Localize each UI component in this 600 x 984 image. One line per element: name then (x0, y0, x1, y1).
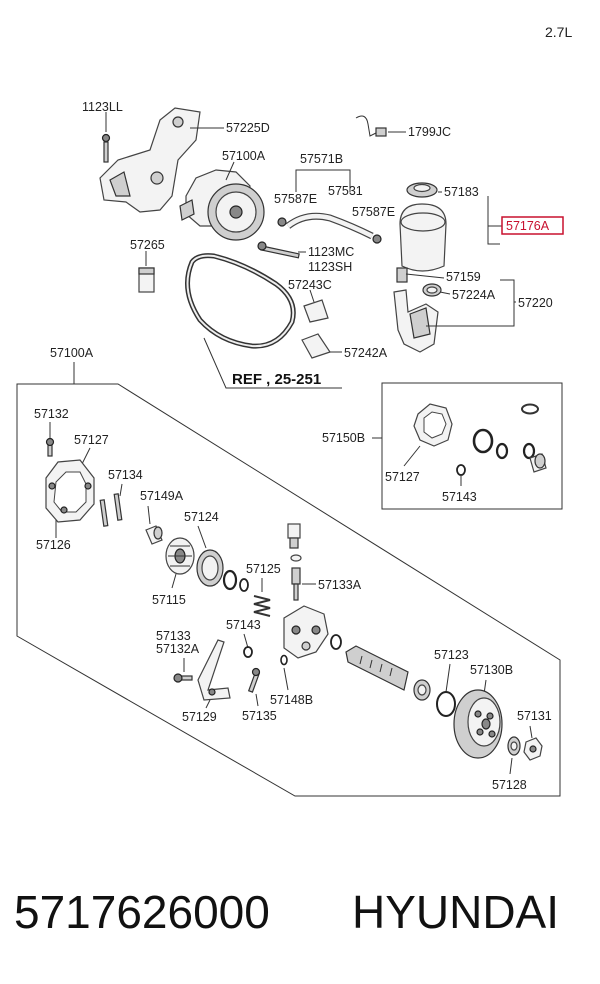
shaft (345, 645, 409, 691)
label-57149A: 57149A (140, 489, 184, 503)
label-57531: 57531 (328, 184, 363, 198)
ring-57124 (196, 549, 224, 587)
bracket-57243C (303, 299, 329, 323)
washer-57128 (507, 736, 521, 756)
clip-1799JC (355, 115, 387, 137)
label-57265: 57265 (130, 238, 165, 252)
label-57134: 57134 (108, 468, 143, 482)
pulley-57130B (453, 689, 503, 759)
label-1123SH: 1123SH (308, 260, 352, 274)
label-57129: 57129 (182, 710, 217, 724)
label-57243C: 57243C (288, 278, 332, 292)
part-number: 5717626000 (14, 886, 270, 938)
label-1123MC: 1123MC (308, 245, 354, 259)
seal-shaft (413, 679, 431, 701)
housing (283, 605, 329, 659)
band-57265 (138, 267, 155, 293)
label-57124: 57124 (184, 510, 219, 524)
label-57225D: 57225D (226, 121, 270, 135)
label-57130B: 57130B (470, 663, 513, 677)
ring-kit-1 (521, 403, 539, 415)
label-57224A: 57224A (452, 288, 496, 302)
bolt-57135 (247, 667, 261, 693)
label-57571B: 57571B (300, 152, 343, 166)
label-57115: 57115 (152, 593, 186, 607)
label-57143-kit: 57143 (442, 490, 477, 504)
label-57132A: 57132A (156, 642, 200, 656)
bracket-57242A (301, 333, 331, 359)
lever-57129 (197, 639, 231, 701)
bolt-1123MC (257, 241, 300, 259)
brand: HYUNDAI (352, 886, 559, 938)
label-57176A: 57176A (506, 219, 550, 233)
bolt-57132 (45, 437, 55, 457)
label-57143: 57143 (226, 618, 261, 632)
label-57587E-a: 57587E (274, 192, 317, 206)
bracket-57220 (393, 289, 439, 353)
label-57587E-b: 57587E (352, 205, 395, 219)
bracket-57225D (99, 107, 201, 213)
label-57148B: 57148B (270, 693, 313, 707)
label-57159: 57159 (446, 270, 481, 284)
label-57133A: 57133A (318, 578, 362, 592)
label-57131: 57131 (517, 709, 552, 723)
exploded-frame (16, 383, 561, 797)
label-57100A-box: 57100A (50, 346, 94, 360)
label-57135: 57135 (242, 709, 277, 723)
label-57100A-top: 57100A (222, 149, 266, 163)
pin-57134 (99, 493, 123, 527)
sleeve-57149A (145, 525, 163, 545)
ring-kit-3 (495, 442, 509, 460)
valve-57133A (287, 523, 302, 601)
gasket-kit (413, 403, 453, 447)
ring-kit-4 (522, 442, 536, 460)
highlight-box (501, 216, 564, 235)
reservoir-57176A (396, 203, 447, 283)
cover-57126 (45, 459, 95, 523)
seal-kit-box (381, 382, 563, 510)
belt (185, 253, 296, 349)
ring-57123 (436, 691, 456, 717)
bushing-kit (529, 453, 547, 473)
rotor-57115 (165, 537, 195, 575)
label-57132: 57132 (34, 407, 69, 421)
plug-57148B (280, 654, 288, 666)
label-57128: 57128 (492, 778, 527, 792)
label-57183: 57183 (444, 185, 479, 199)
ring-shaft (330, 634, 342, 650)
bolt-57132A (173, 673, 193, 683)
nut-57131 (523, 737, 543, 761)
ring-kit-2 (472, 428, 494, 454)
oring-57124 (222, 569, 238, 591)
label-57242A: 57242A (344, 346, 388, 360)
label-57150B: 57150B (322, 431, 365, 445)
cap-57183 (406, 182, 438, 198)
label-57125: 57125 (246, 562, 281, 576)
label-57127: 57127 (74, 433, 109, 447)
engine-label: 2.7L (545, 24, 572, 40)
spring-57125 (253, 595, 271, 617)
label-57126: 57126 (36, 538, 71, 552)
ref-label: REF , 25-251 (232, 371, 321, 388)
label-57220: 57220 (518, 296, 553, 310)
ring-57143 (243, 646, 253, 658)
label-1799JC: 1799JC (408, 125, 451, 139)
label-57133: 57133 (156, 629, 191, 643)
ring-57224A (422, 283, 442, 297)
label-57127-kit: 57127 (385, 470, 420, 484)
oring-57125 (239, 578, 249, 592)
bolt-1123LL (101, 133, 111, 163)
label-57123: 57123 (434, 648, 469, 662)
ring-57143-kit (456, 464, 466, 476)
label-1123LL: 1123LL (82, 100, 123, 114)
pump-57100A (179, 169, 265, 241)
